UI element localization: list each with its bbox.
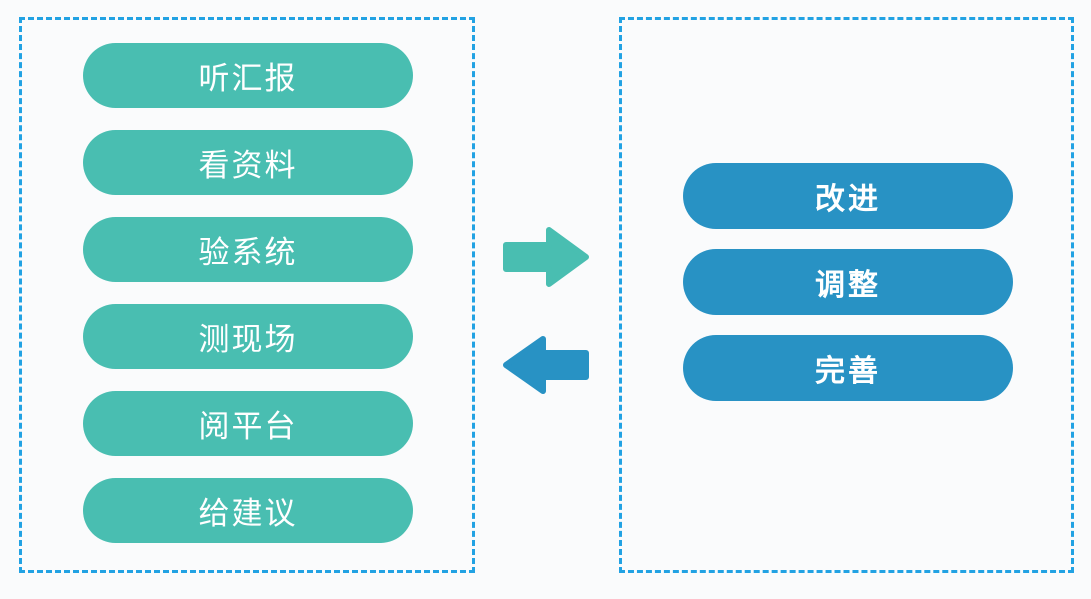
right-step-pill-2: 调整: [683, 249, 1013, 315]
left-step-label-4: 测现场: [198, 322, 298, 357]
left-step-pill-4: 测现场: [83, 304, 413, 369]
right-step-pill-3: 完善: [683, 335, 1013, 401]
left-step-pill-6: 给建议: [83, 478, 413, 543]
arrow-left-icon: [501, 334, 590, 396]
right-step-pill-1: 改进: [683, 163, 1013, 229]
left-step-pill-5: 阅平台: [83, 391, 413, 456]
left-step-label-6: 给建议: [198, 496, 298, 531]
right-step-label-2: 调整: [815, 269, 881, 302]
improvement-actions-panel: 改进 调整 完善: [619, 17, 1074, 573]
left-step-pill-1: 听汇报: [83, 43, 413, 108]
arrow-right-icon: [502, 224, 590, 290]
left-step-label-2: 看资料: [198, 148, 298, 183]
left-step-pill-2: 看资料: [83, 130, 413, 195]
right-step-label-1: 改进: [815, 183, 881, 216]
left-step-label-1: 听汇报: [198, 61, 298, 96]
left-step-label-5: 阅平台: [198, 409, 298, 444]
left-step-pill-3: 验系统: [83, 217, 413, 282]
left-step-label-3: 验系统: [198, 235, 298, 270]
inspection-steps-panel: 听汇报 看资料 验系统 测现场 阅平台 给建议: [19, 17, 475, 573]
right-step-label-3: 完善: [815, 355, 881, 388]
